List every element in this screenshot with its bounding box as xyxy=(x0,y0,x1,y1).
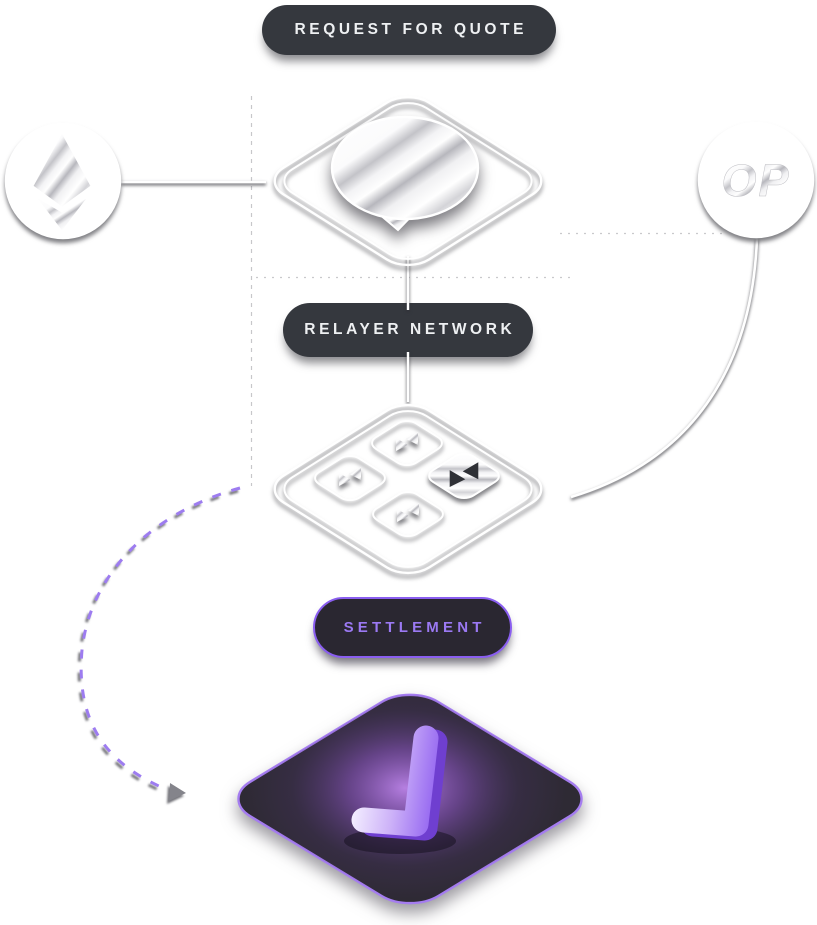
rfq-diamond xyxy=(262,89,553,283)
ethereum-icon xyxy=(32,131,92,232)
relayer-cell xyxy=(310,453,391,510)
settlement-arc xyxy=(79,486,241,801)
construction-guides xyxy=(250,96,728,486)
settlement-diamond xyxy=(222,684,598,923)
bowtie-relay-icon xyxy=(396,432,418,451)
bowtie-relay-icon xyxy=(449,462,479,487)
relayer-cell xyxy=(368,489,449,546)
relayer-diamond-outer xyxy=(262,397,553,581)
rfq-diamond-inner xyxy=(274,96,543,265)
rfq-diamond-base xyxy=(262,99,553,283)
rfq-pill-label: REQUEST FOR QUOTE xyxy=(294,21,528,38)
chat-bubble-icon xyxy=(330,115,480,232)
relayer-diamond-base xyxy=(262,407,553,591)
checkmark-icon xyxy=(344,725,456,854)
relayer-pill-label: RELAYER NETWORK xyxy=(304,321,516,338)
relayer-cell xyxy=(367,418,448,475)
relayer-pill: RELAYER NETWORK xyxy=(283,303,533,357)
connector-op-to-relayer xyxy=(570,237,759,499)
settlement-pill: SETTLEMENT xyxy=(313,597,512,658)
op-label: OP xyxy=(721,155,790,206)
bowtie-relay-icon xyxy=(397,503,419,522)
rfq-diamond-outer xyxy=(262,89,553,273)
dashed-arc xyxy=(79,486,241,792)
rfq-pill: REQUEST FOR QUOTE xyxy=(262,5,556,55)
bowtie-relay-icon xyxy=(339,467,361,486)
origin-chain-node xyxy=(4,122,122,240)
purple-glow xyxy=(243,684,567,900)
settlement-diamond-rim xyxy=(222,695,598,923)
arrowhead-icon xyxy=(169,783,186,801)
relayer-diamond-inner xyxy=(274,404,543,573)
destination-chain-node: OP xyxy=(697,121,815,239)
relayer-cell-active xyxy=(424,451,505,508)
settlement-pill-label: SETTLEMENT xyxy=(343,619,486,636)
relayer-diamond xyxy=(262,397,553,591)
settlement-diamond-face xyxy=(222,685,598,913)
